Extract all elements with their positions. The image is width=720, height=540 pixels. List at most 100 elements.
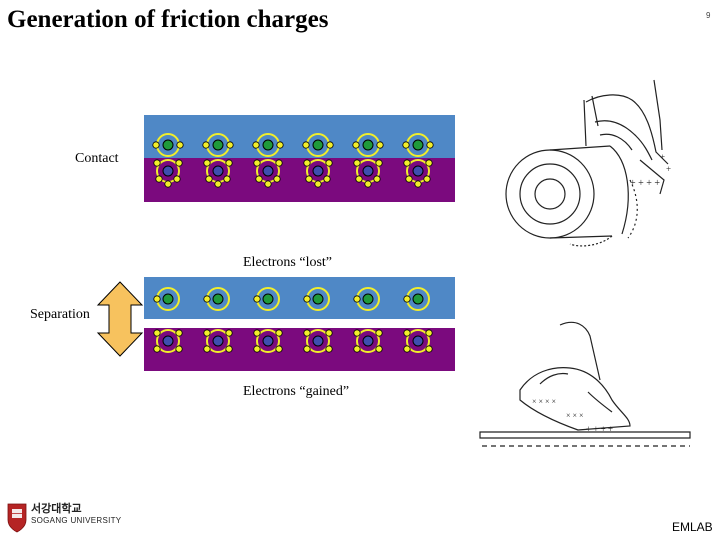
electron: [153, 295, 161, 303]
university-logo-emblem: [7, 503, 27, 533]
atom-nucleus: [262, 335, 274, 347]
electron: [205, 175, 213, 183]
electron: [364, 180, 372, 188]
atom: [153, 287, 180, 311]
electron: [403, 159, 411, 167]
electron: [153, 329, 161, 337]
electron: [403, 329, 411, 337]
electron: [353, 345, 361, 353]
atom: [203, 287, 230, 311]
atom: [253, 159, 283, 188]
electron: [203, 345, 211, 353]
electron: [325, 159, 333, 167]
electron: [225, 159, 233, 167]
electron: [375, 329, 383, 337]
electron: [203, 295, 211, 303]
electron: [173, 175, 181, 183]
university-name-english: SOGANG UNIVERSITY: [31, 516, 122, 525]
electron: [373, 175, 381, 183]
electrons-gained-label: Electrons “gained”: [243, 384, 350, 399]
atom: [303, 329, 333, 353]
atom: [202, 133, 234, 157]
university-name-korean: 서강대학교: [31, 502, 82, 515]
atom-nucleus: [162, 139, 174, 151]
atom-nucleus: [362, 335, 374, 347]
electron: [302, 141, 310, 149]
atom: [152, 133, 184, 157]
electron: [376, 141, 384, 149]
electron: [214, 180, 222, 188]
atom: [252, 133, 284, 157]
electron: [353, 329, 361, 337]
tape-roll-illustration: + + + + + +: [505, 79, 671, 247]
electron: [323, 175, 331, 183]
atom-nucleus: [412, 165, 424, 177]
atom-nucleus: [162, 335, 174, 347]
electron: [226, 141, 234, 149]
atom-nucleus: [262, 293, 274, 305]
svg-text:× × ×: × × ×: [566, 411, 584, 420]
atom: [353, 159, 383, 188]
upper-material-separated: [144, 277, 455, 319]
electron: [403, 345, 411, 353]
electron: [176, 141, 184, 149]
electron: [353, 159, 361, 167]
electron: [303, 159, 311, 167]
electron-orbit: [256, 329, 280, 353]
electron: [175, 345, 183, 353]
electron: [314, 180, 322, 188]
electron: [275, 329, 283, 337]
atom-nucleus: [412, 335, 424, 347]
atom: [403, 287, 430, 311]
electron: [303, 329, 311, 337]
svg-text:+: +: [660, 152, 665, 162]
electron: [405, 175, 413, 183]
atom: [203, 159, 233, 188]
lower-material-separated: [144, 328, 455, 371]
electron: [414, 180, 422, 188]
electron-orbit: [206, 329, 230, 353]
electron-orbit: [356, 329, 380, 353]
page-number: 9: [706, 11, 711, 20]
atom-nucleus: [212, 165, 224, 177]
atom: [253, 329, 283, 353]
atom-nucleus: [412, 293, 424, 305]
atom: [203, 329, 233, 353]
electron: [303, 295, 311, 303]
atom-nucleus: [212, 335, 224, 347]
separation-label: Separation: [30, 307, 90, 322]
electron: [402, 141, 410, 149]
electron: [252, 141, 260, 149]
electron: [255, 175, 263, 183]
electron: [275, 159, 283, 167]
electron: [426, 141, 434, 149]
electron: [403, 295, 411, 303]
atom-nucleus: [212, 139, 224, 151]
separation-diagram: [144, 277, 455, 371]
electron: [275, 345, 283, 353]
atom: [403, 159, 433, 188]
electron-orbit: [156, 329, 180, 353]
electron: [155, 175, 163, 183]
electron: [175, 159, 183, 167]
atom-nucleus: [162, 165, 174, 177]
electron: [202, 141, 210, 149]
atom: [253, 287, 280, 311]
electron: [273, 175, 281, 183]
electron: [425, 329, 433, 337]
electron: [225, 345, 233, 353]
atom: [352, 133, 384, 157]
electron: [423, 175, 431, 183]
atom: [403, 329, 433, 353]
atom: [353, 287, 380, 311]
electron: [223, 175, 231, 183]
electron-orbit: [306, 329, 330, 353]
electron: [375, 345, 383, 353]
svg-text:+ + + +: + + + +: [586, 424, 613, 434]
electron: [305, 175, 313, 183]
electron: [425, 345, 433, 353]
shoe-floor-illustration: × × × × × × × + + + +: [479, 321, 691, 447]
atoms-contact: [152, 133, 434, 188]
electron: [164, 180, 172, 188]
